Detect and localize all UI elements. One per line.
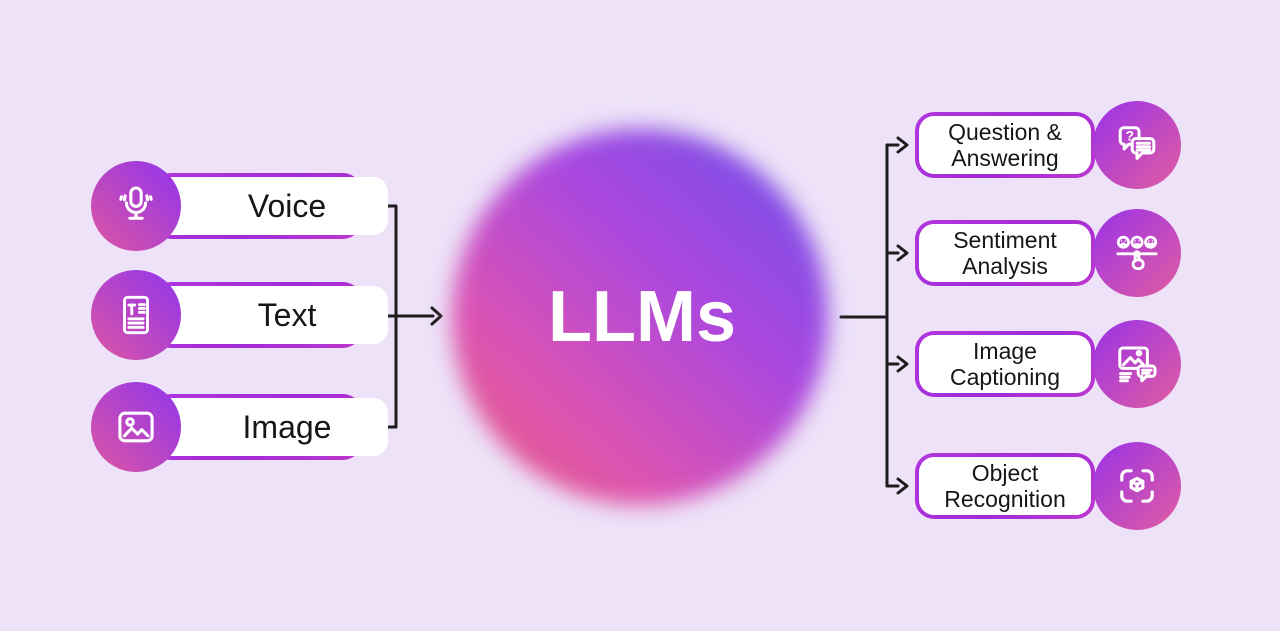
output-arrowhead-1 xyxy=(896,136,909,154)
image-captioning-label: Image Captioning xyxy=(950,338,1060,390)
llms-circle xyxy=(452,129,828,505)
llms-label: LLMs xyxy=(548,277,736,357)
image-caption-icon xyxy=(1118,346,1157,383)
voice-label: Voice xyxy=(247,187,327,224)
image-icon-badge xyxy=(91,382,181,472)
image-icon xyxy=(118,411,154,443)
sentiment-analysis-label: Sentiment Analysis xyxy=(953,227,1057,279)
question-answer-icon: ? xyxy=(1118,126,1156,160)
text-icon-badge xyxy=(91,270,181,360)
input-pill-voice: Voice xyxy=(152,173,388,239)
image-captioning-icon-badge xyxy=(1093,320,1181,408)
output-arrowhead-2 xyxy=(896,244,909,262)
output-arrowhead-3 xyxy=(896,355,909,373)
output-pill-image-captioning: Image Captioning xyxy=(915,331,1095,397)
question-answering-label: Question & Answering xyxy=(948,119,1062,171)
output-arrowhead-4 xyxy=(896,477,909,495)
input-arrowhead xyxy=(430,306,443,326)
sentiment-icon xyxy=(1116,235,1158,270)
object-recognition-icon-badge xyxy=(1093,442,1181,530)
text-label: Text xyxy=(257,296,317,333)
sentiment-analysis-icon-badge xyxy=(1093,209,1181,297)
voice-icon-badge xyxy=(91,161,181,251)
question-answering-icon-badge: ? xyxy=(1093,101,1181,189)
output-pill-question-answering: Question & Answering xyxy=(915,112,1095,178)
input-pill-image: Image xyxy=(152,394,388,460)
svg-text:?: ? xyxy=(1126,127,1135,143)
object-recognition-icon xyxy=(1120,469,1154,503)
output-pill-object-recognition: Object Recognition xyxy=(915,453,1095,519)
object-recognition-label: Object Recognition xyxy=(944,460,1066,512)
input-pill-text: Text xyxy=(152,282,388,348)
image-label: Image xyxy=(242,408,332,445)
output-pill-sentiment-analysis: Sentiment Analysis xyxy=(915,220,1095,286)
microphone-icon xyxy=(119,186,153,220)
document-icon xyxy=(123,295,149,335)
